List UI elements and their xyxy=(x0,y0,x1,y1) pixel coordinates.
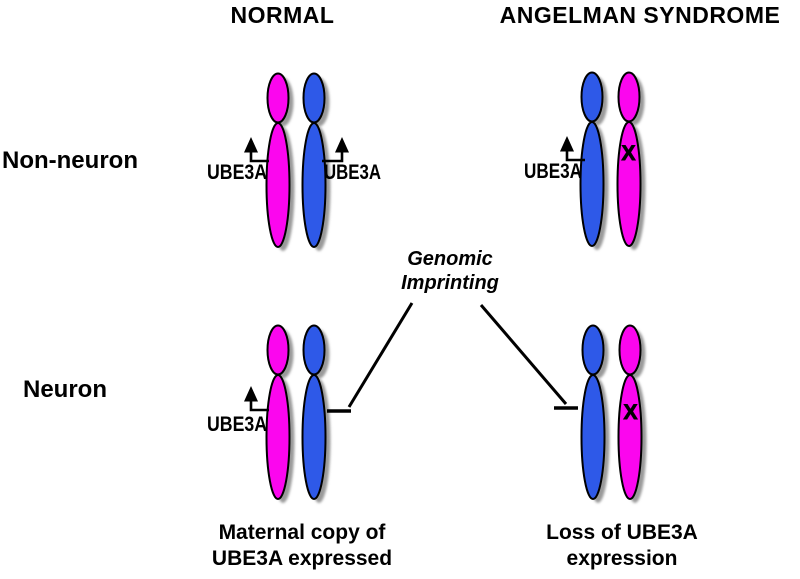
mutation-x-mark: X xyxy=(623,401,637,424)
imprinting-connectors xyxy=(327,302,578,413)
imprinting-line-right xyxy=(479,304,568,405)
promoter-arrowhead-icon xyxy=(560,136,574,152)
promoter-arrow-icon xyxy=(249,400,269,412)
row-header-neuron: Neuron xyxy=(23,376,107,403)
ube3a-label-paternal: UBE3A xyxy=(324,161,381,184)
imprinting-line-left xyxy=(347,302,414,408)
caption-maternal-expressed: Maternal copy of UBE3A expressed xyxy=(192,520,412,572)
caption-normal-line1: Maternal copy of xyxy=(218,521,386,544)
maternal-chromosome xyxy=(265,72,291,248)
caption-angelman-line1: Loss of UBE3A xyxy=(546,521,698,544)
genomic-imprinting-line1: Genomic xyxy=(407,248,493,270)
angelman-neuron-pair: X xyxy=(580,324,647,503)
angelman-non-neuron-pair: UBE3A X xyxy=(524,71,646,250)
ube3a-label-maternal: UBE3A xyxy=(207,413,267,436)
maternal-chromosome xyxy=(265,324,291,500)
row-header-non-neuron: Non-neuron xyxy=(2,147,138,174)
column-header-normal: NORMAL xyxy=(230,2,335,28)
genomic-imprinting-line2: Imprinting xyxy=(401,272,499,294)
promoter-arrow-icon xyxy=(249,151,269,163)
normal-neuron-pair: UBE3A xyxy=(207,324,331,503)
normal-non-neuron-pair: UBE3A UBE3A xyxy=(207,72,381,251)
mutation-x-mark: X xyxy=(621,142,635,165)
caption-angelman-line2: expression xyxy=(566,547,678,570)
genomic-imprinting-annotation: Genomic Imprinting xyxy=(370,247,530,295)
caption-normal-line2: UBE3A expressed xyxy=(211,547,393,570)
paternal-chromosome-silenced xyxy=(580,324,606,500)
promoter-arrowhead-icon xyxy=(244,386,258,402)
ube3a-label-paternal: UBE3A xyxy=(524,160,582,183)
promoter-arrowhead-icon xyxy=(335,137,349,153)
promoter-arrow-icon xyxy=(565,150,585,162)
caption-loss-of-expression: Loss of UBE3A expression xyxy=(512,520,732,572)
promoter-arrow-icon xyxy=(322,151,344,163)
paternal-chromosome-silenced xyxy=(301,324,327,500)
promoter-arrowhead-icon xyxy=(244,137,258,153)
column-header-angelman-syndrome: ANGELMAN SYNDROME xyxy=(499,2,781,28)
ube3a-label-maternal: UBE3A xyxy=(207,161,267,184)
